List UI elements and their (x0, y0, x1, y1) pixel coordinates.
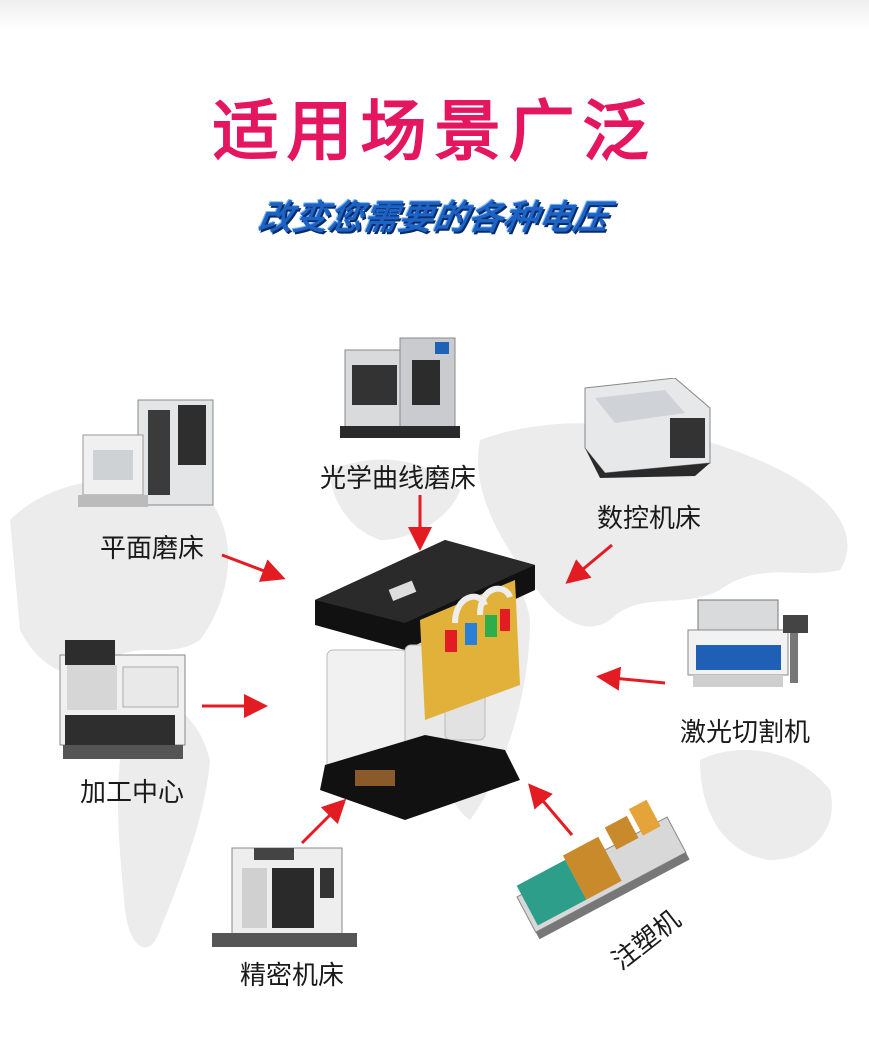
arrow-icon (565, 543, 613, 584)
arrow-icon (300, 798, 347, 845)
arrow-icon (221, 553, 286, 582)
label-optical-curve-grinder: 光学曲线磨床 (320, 464, 477, 494)
transformer-icon (315, 540, 535, 820)
surface-grinder-icon (78, 399, 214, 507)
label-machining-center: 加工中心 (80, 778, 185, 808)
optical-curve-grinder-icon (340, 337, 460, 438)
top-fade (0, 0, 869, 30)
arrow-icon (596, 666, 666, 691)
precision-machine-icon (212, 847, 357, 947)
injection-molding-machine-icon (516, 800, 690, 940)
laser-cutter-icon (687, 599, 808, 687)
page-title: 适用场景广泛 (212, 93, 657, 170)
label-laser-cutter: 激光切割机 (680, 718, 811, 748)
machining-center-icon (59, 640, 186, 759)
label-surface-grinder: 平面磨床 (100, 534, 205, 564)
arrow-icon (528, 783, 574, 836)
label-cnc-machine: 数控机床 (597, 504, 702, 534)
label-precision-machine: 精密机床 (240, 961, 345, 991)
cnc-machine-icon (584, 378, 711, 478)
